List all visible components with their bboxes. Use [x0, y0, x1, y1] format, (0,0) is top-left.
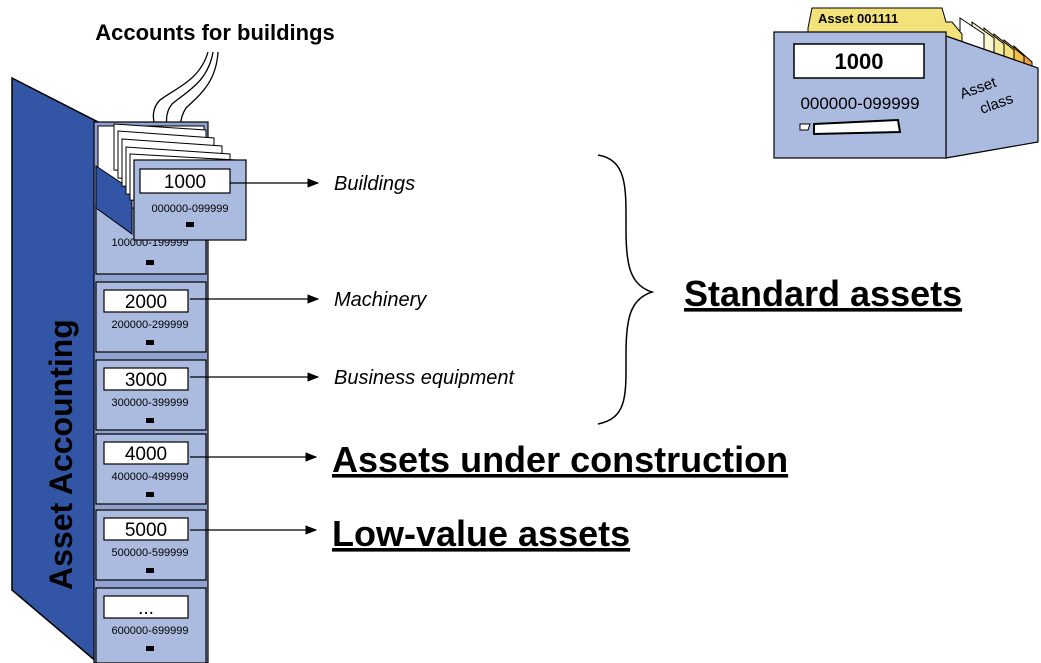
drawer-7[interactable]: ... 600000-699999	[95, 587, 207, 663]
drawer-range-label: 400000-499999	[111, 471, 188, 483]
target-buildings: Buildings	[334, 173, 415, 195]
card-box-class-box	[793, 43, 925, 79]
drawer-range-label: 200000-299999	[111, 319, 188, 331]
drawer-range-label: 300000-399999	[111, 397, 188, 409]
drawer-1000-range: 000000-099999	[151, 203, 228, 215]
accounts-for-buildings-label: Accounts for buildings	[95, 20, 335, 45]
drawer-class-label: ...	[138, 598, 154, 619]
drawer-class-box	[103, 289, 189, 313]
card-box-handle	[799, 118, 902, 136]
drawer-6[interactable]: 5000 500000-599999	[95, 509, 207, 581]
drawer-1000-class: 1000	[164, 172, 206, 193]
card-box-class: 1000	[835, 49, 884, 74]
drawer-class-label: 5000	[125, 520, 167, 541]
drawer-handle	[146, 340, 154, 345]
drawer-class-label: 2000	[125, 292, 167, 313]
drawer-range-label: 500000-599999	[111, 547, 188, 559]
drawer-handle	[146, 646, 154, 651]
card-box-range: 000000-099999	[800, 94, 919, 113]
drawer-class-box	[103, 367, 189, 391]
target-low-value-assets: Low-value assets	[332, 513, 630, 554]
cabinet-drawers: 100000-1999992000200000-2999993000300000…	[95, 203, 207, 663]
asset-card-tab: Asset 001111	[818, 11, 898, 26]
target-business-equipment: Business equipment	[334, 367, 516, 389]
standard-assets-brace	[597, 154, 655, 425]
drawer-3[interactable]: 2000 200000-299999	[95, 281, 207, 353]
drawer-class-label: 3000	[125, 370, 167, 391]
drawer-handle	[146, 492, 154, 497]
drawer-range-label: 600000-699999	[111, 625, 188, 637]
cabinet-side: Asset Accounting	[11, 76, 99, 663]
drawer-1000-class-box	[139, 168, 231, 194]
drawer-class-box	[103, 441, 189, 465]
standard-assets-label: Standard assets	[684, 273, 962, 314]
cabinet-label: Asset Accounting	[43, 319, 79, 590]
drawer-class-label: 4000	[125, 444, 167, 465]
drawer-4[interactable]: 3000 300000-399999	[95, 359, 207, 431]
card-box: Asset 001111 Asset class 1000 000000-099…	[773, 7, 1039, 159]
drawer-1000-handle	[186, 222, 194, 227]
drawer-handle	[146, 568, 154, 573]
drawer-class-box	[103, 517, 189, 541]
open-drawer: 1000 000000-099999	[95, 123, 247, 241]
drawer-5[interactable]: 4000 400000-499999	[95, 433, 207, 505]
target-arrows	[190, 178, 320, 535]
drawer-class-box	[103, 595, 189, 619]
drawer-handle	[146, 418, 154, 423]
target-machinery: Machinery	[334, 289, 427, 311]
drawer-handle	[146, 260, 154, 265]
target-assets-under-construction: Assets under construction	[332, 439, 788, 480]
